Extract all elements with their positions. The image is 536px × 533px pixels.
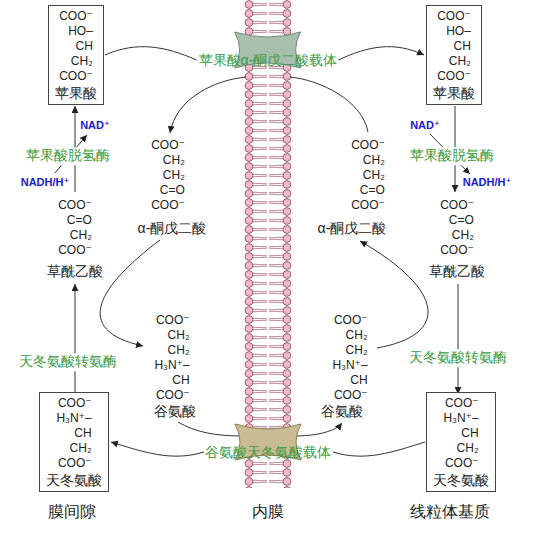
enzyme-label: 天冬氨酸转氨酶 <box>408 349 508 367</box>
molecule-name: α-酮戊二酸 <box>317 220 388 238</box>
cofactor-label: NADH/H⁺ <box>462 176 513 190</box>
structural-formula: COO⁻ HO–CH CH₂ COO⁻ <box>437 9 471 84</box>
reaction-arrow <box>75 284 76 395</box>
region-label: 膜间隙 <box>47 502 97 522</box>
carrier-name: 谷氨酸天冬氨酸载体 <box>205 443 331 461</box>
structural-formula: COO⁻ H₃N⁺–CH CH₂ COO⁻ <box>56 396 91 471</box>
inner-membrane <box>244 0 292 488</box>
akg-export-arrow <box>290 77 368 132</box>
molecule-name: 谷氨酸 <box>320 403 364 421</box>
carrier-protein: 苹果酸α-酮戊二酸载体 <box>199 51 338 69</box>
region-label: 内膜 <box>251 502 285 522</box>
molecule-box: COO⁻ HO–CH CH₂ COO⁻苹果酸 <box>48 5 104 105</box>
glu-import-arrow <box>294 423 342 436</box>
molecule-name: 苹果酸 <box>433 84 475 102</box>
cofactor-label: NAD⁺ <box>79 119 111 133</box>
structural-formula: COO⁻ CH₂ CH₂ C=O COO⁻ <box>350 138 386 213</box>
glu-import-arrow <box>178 422 242 436</box>
cofactor-label: NADH/H⁺ <box>20 176 71 190</box>
molecule-box: COO⁻ H₃N⁺–CH CH₂ COO⁻天冬氨酸 <box>426 392 496 492</box>
molecule-name: 谷氨酸 <box>153 403 197 421</box>
molecule-name: 天冬氨酸 <box>46 471 102 489</box>
structural-formula: COO⁻ CH₂ CH₂ H₃N⁺–CH COO⁻ <box>331 313 368 403</box>
structural-formula: COO⁻ H₃N⁺–CH CH₂ COO⁻ <box>443 396 478 471</box>
structural-formula: COO⁻ C=O CH₂ COO⁻ <box>57 198 93 258</box>
molecule-box: COO⁻ H₃N⁺–CH CH₂ COO⁻天冬氨酸 <box>39 392 109 492</box>
structural-formula: COO⁻ HO–CH CH₂ COO⁻ <box>59 9 93 84</box>
transamination-arrow <box>360 241 428 348</box>
molecule-name: 苹果酸 <box>55 84 97 102</box>
carrier-protein: 谷氨酸天冬氨酸载体 <box>205 443 331 461</box>
enzyme-label: 苹果酸脱氢酶 <box>409 147 495 165</box>
enzyme-label: 天冬氨酸转氨酶 <box>18 353 118 371</box>
molecule-name: 草酰乙酸 <box>46 263 104 281</box>
molecule-name: 草酰乙酸 <box>428 263 486 281</box>
molecule-box: COO⁻ HO–CH CH₂ COO⁻苹果酸 <box>426 5 482 105</box>
molecule-name: α-酮戊二酸 <box>137 220 208 238</box>
region-label: 线粒体基质 <box>409 502 491 522</box>
structural-formula: COO⁻ C=O CH₂ COO⁻ <box>439 198 475 258</box>
cofactor-label: NAD⁺ <box>409 119 441 133</box>
transport-arrow <box>105 47 197 60</box>
molecule-name: 天冬氨酸 <box>433 471 489 489</box>
structural-formula: COO⁻ CH₂ CH₂ C=O COO⁻ <box>150 138 186 213</box>
transport-arrow <box>333 442 425 456</box>
reaction-arrow <box>458 284 459 394</box>
transamination-arrow <box>100 240 160 346</box>
transport-arrow <box>338 47 424 60</box>
enzyme-label: 苹果酸脱氢酶 <box>25 147 111 165</box>
carrier-name: 苹果酸α-酮戊二酸载体 <box>199 51 338 69</box>
transport-arrow <box>111 442 204 456</box>
akg-export-arrow <box>170 77 246 133</box>
structural-formula: COO⁻ CH₂ CH₂ H₃N⁺–CH COO⁻ <box>153 313 190 403</box>
